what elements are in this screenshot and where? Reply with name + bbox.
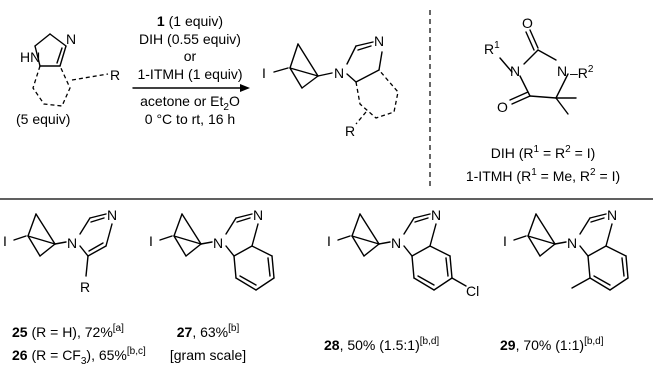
conditions-text: 0 °C to rt, 16 h bbox=[145, 111, 235, 127]
product-structure bbox=[273, 41, 399, 125]
hydantoin-structure bbox=[499, 29, 577, 115]
product-28-structure bbox=[337, 213, 467, 291]
p29-n3-label: N bbox=[607, 207, 617, 223]
p28-n3-label: N bbox=[431, 207, 441, 223]
substrate-n-label: N bbox=[66, 31, 76, 47]
p25-n1-label: N bbox=[67, 235, 77, 251]
caption-28: 28, 50% (1.5:1)[b,d] bbox=[324, 336, 439, 353]
dih-definition: DIH (R1 = R2 = I) bbox=[491, 144, 596, 161]
caption-27-gram-scale: [gram scale] bbox=[170, 347, 246, 363]
reaction-arrow bbox=[132, 84, 250, 92]
reagent-1: 1 (1 equiv) bbox=[157, 13, 223, 29]
itmh-definition: 1-ITMH (R1 = Me, R2 = I) bbox=[466, 167, 620, 184]
p29-n1-label: N bbox=[567, 235, 577, 251]
p25-r-label: R bbox=[80, 279, 90, 295]
product-25-structure bbox=[13, 213, 113, 277]
product-27-structure bbox=[159, 213, 275, 291]
reagent-itmh: 1-ITMH (1 equiv) bbox=[137, 66, 242, 82]
p27-n3-label: N bbox=[253, 207, 263, 223]
product-n3-label: N bbox=[374, 33, 384, 49]
product-29-structure bbox=[513, 213, 629, 291]
caption-27: 27, 63%[b] bbox=[177, 323, 240, 340]
product-n1-label: N bbox=[334, 65, 344, 81]
reagent-dih: DIH (0.55 equiv) bbox=[139, 31, 241, 47]
caption-25: 25 (R = H), 72%[a] bbox=[12, 323, 124, 340]
hydantoin-r2: –R2 bbox=[570, 64, 594, 81]
p25-i-label: I bbox=[3, 233, 7, 249]
hydantoin-o2: O bbox=[497, 99, 508, 115]
caption-29: 29, 70% (1:1)[b,d] bbox=[500, 336, 604, 353]
hydantoin-n1: N bbox=[510, 63, 520, 79]
p28-i-label: I bbox=[327, 233, 331, 249]
hydantoin-n3: N bbox=[557, 63, 567, 79]
p27-n1-label: N bbox=[213, 235, 223, 251]
product-r-label: R bbox=[345, 123, 355, 139]
reagent-or: or bbox=[184, 48, 197, 64]
solvent-text: acetone or Et2O bbox=[140, 93, 240, 113]
substrate-hn-label: HN bbox=[20, 49, 40, 65]
substrate-r-label: R bbox=[110, 67, 120, 83]
hydantoin-r1: R1 bbox=[484, 40, 500, 57]
substrate-structure bbox=[32, 33, 109, 107]
p28-n1-label: N bbox=[391, 235, 401, 251]
hydantoin-o1: O bbox=[522, 15, 533, 31]
p29-i-label: I bbox=[503, 233, 507, 249]
p28-cl-label: Cl bbox=[466, 283, 479, 299]
substrate-equiv: (5 equiv) bbox=[16, 111, 70, 127]
p25-n3-label: N bbox=[107, 207, 117, 223]
caption-26: 26 (R = CF3), 65%[b,c] bbox=[12, 346, 146, 367]
product-i-label: I bbox=[262, 65, 266, 81]
p27-i-label: I bbox=[149, 233, 153, 249]
